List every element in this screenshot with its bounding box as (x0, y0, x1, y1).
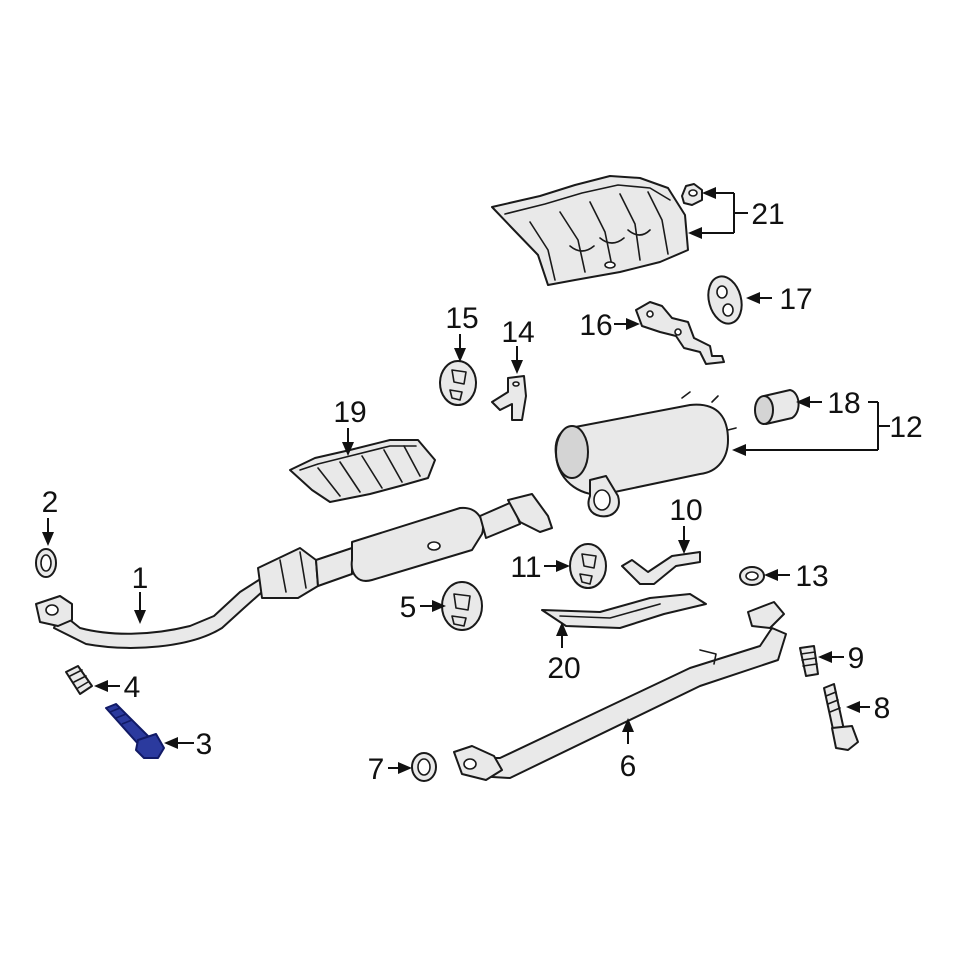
part-4-stud[interactable] (65, 665, 93, 695)
part-3-bolt[interactable] (105, 703, 165, 759)
callout-5: 5 (400, 591, 417, 624)
part-9-stud[interactable] (799, 645, 819, 677)
callout-11: 11 (510, 551, 541, 584)
part-17-hanger[interactable] (703, 273, 746, 328)
callout-7: 7 (368, 753, 385, 786)
callout-10: 10 (669, 494, 702, 527)
part-18-tail-tip[interactable] (754, 389, 800, 425)
callout-14: 14 (501, 316, 534, 349)
callout-13: 13 (795, 560, 828, 593)
callout-9: 9 (848, 642, 865, 675)
part-20-heat-insulator[interactable] (541, 593, 707, 629)
callout-17: 17 (779, 283, 812, 316)
part-15-hanger[interactable] (439, 360, 477, 406)
part-5-hanger[interactable] (441, 581, 483, 631)
part-8-bolt[interactable] (823, 683, 859, 751)
part-21-heat-shield-upper[interactable] (491, 175, 689, 286)
part-10-bracket[interactable] (621, 551, 701, 585)
part-2-gasket[interactable] (35, 548, 57, 578)
callout-16: 16 (579, 309, 612, 342)
callout-19: 19 (333, 396, 366, 429)
part-1-front-pipe-converter[interactable] (35, 493, 553, 649)
part-16-bracket[interactable] (635, 301, 725, 365)
callout-21: 21 (751, 198, 784, 231)
callout-12: 12 (889, 411, 922, 444)
callout-15: 15 (445, 302, 478, 335)
callout-4: 4 (124, 671, 141, 704)
part-21-clip[interactable] (681, 183, 703, 206)
part-14-pipe-bracket[interactable] (491, 375, 527, 421)
part-11-hanger[interactable] (569, 543, 607, 589)
part-12-muffler[interactable] (554, 391, 737, 518)
callout-8: 8 (874, 692, 891, 725)
callout-3: 3 (196, 728, 213, 761)
callout-numbers: 1 2 3 4 5 6 7 8 9 10 11 12 13 14 15 16 1… (42, 198, 923, 786)
part-6-intermediate-pipe[interactable] (453, 601, 787, 781)
callout-6: 6 (620, 750, 637, 783)
callout-1: 1 (132, 562, 149, 595)
part-7-gasket[interactable] (411, 752, 437, 782)
callout-2: 2 (42, 486, 59, 519)
callout-20: 20 (547, 652, 580, 685)
part-19-heat-shield-lower[interactable] (289, 439, 436, 503)
callout-18: 18 (827, 387, 860, 420)
leader-lines (42, 187, 890, 774)
part-13-gasket[interactable] (739, 566, 765, 586)
